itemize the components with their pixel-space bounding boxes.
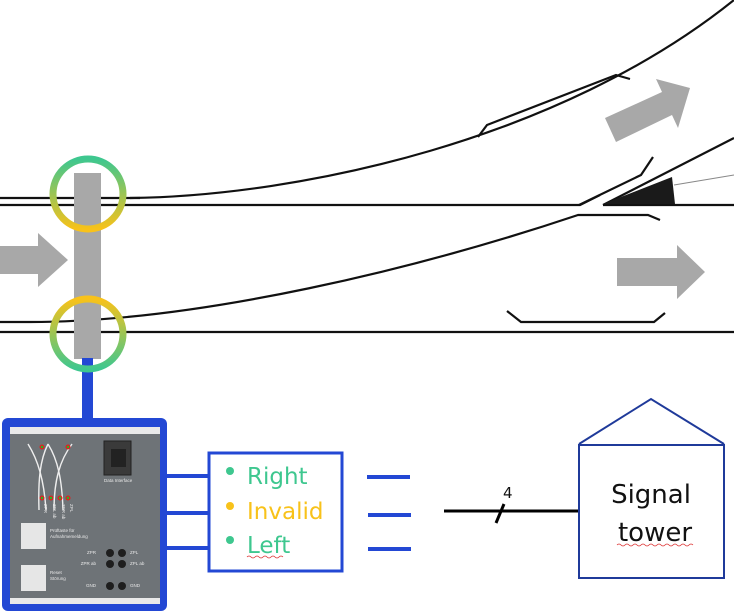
test-button[interactable] [21, 523, 46, 549]
terminal-socket[interactable] [118, 560, 126, 568]
signal-tower-body [578, 444, 725, 579]
frog-wedge [603, 177, 675, 204]
bus-width-slash [494, 503, 506, 524]
output-dash-3 [368, 547, 411, 551]
terminal-label: ZPR ab [81, 561, 97, 566]
terminal-block: ZPR ZPL ZPR ab ZPL ab GND GND [81, 549, 145, 590]
sensor-cable [82, 358, 93, 418]
track-layout [0, 0, 734, 334]
wheel-sensor-top[interactable] [49, 155, 127, 233]
terminal-label: GND [86, 583, 97, 588]
terminal-label: ZPL [130, 550, 139, 555]
bullet-left [226, 536, 234, 544]
data-interface-label: Data Interface [104, 478, 133, 483]
guard-rail-upper [477, 73, 631, 138]
arrow-icon-straight [617, 245, 705, 299]
wheel-sensor-bottom[interactable] [49, 295, 127, 373]
output-wire-right [167, 474, 210, 478]
guard-rail-lower [506, 310, 666, 324]
diverging-rail-right [602, 137, 734, 206]
terminal-label: ZPR [87, 550, 97, 555]
arrow-icon-diverging [605, 79, 690, 142]
spellcheck-underline [246, 555, 284, 559]
output-wire-invalid [167, 511, 210, 515]
signal-tower-label-line2: tower [618, 518, 692, 548]
legend-right: Right [247, 464, 308, 490]
led-label-3: ZPR ab [61, 504, 66, 520]
bullet-right [226, 467, 234, 475]
bullet-invalid [226, 502, 234, 510]
output-wire-left [167, 546, 210, 550]
signal-tower-label-line1: Signal [611, 480, 691, 510]
switch-rod [673, 174, 734, 186]
reset-button[interactable] [21, 565, 46, 591]
bus-width-label: 4 [503, 484, 513, 502]
signal-tower-roof [578, 397, 725, 445]
test-button-label-2: Aufnahmemeldung [50, 534, 88, 539]
test-button-label-1: Prüftaste für [50, 528, 75, 533]
led-label-1: ZPR [43, 504, 48, 514]
evaluation-device: ZPR ZPL ab ZPR ab ZPL Data Interface Prü… [2, 418, 167, 611]
legend-invalid: Invalid [247, 499, 323, 525]
led-label-2: ZPL ab [52, 504, 57, 519]
reset-button-label-2: Störung [50, 576, 66, 581]
guard-rail-frog [578, 156, 654, 206]
output-dash-2 [368, 513, 411, 517]
signal-tower[interactable]: Signal tower [578, 397, 725, 579]
legend-left: Left [247, 533, 290, 559]
reset-button-label-1: Reset [50, 570, 63, 575]
terminal-socket[interactable] [106, 560, 114, 568]
arrow-icon-inbound [0, 233, 68, 287]
spellcheck-underline [616, 543, 694, 547]
terminal-label: GND [130, 583, 141, 588]
sensor-beam [74, 173, 101, 359]
terminal-socket[interactable] [118, 549, 126, 557]
terminal-socket[interactable] [106, 582, 114, 590]
terminal-socket[interactable] [118, 582, 126, 590]
terminal-socket[interactable] [106, 549, 114, 557]
diverging-rail-upper [129, 0, 734, 200]
output-dash-1 [367, 475, 410, 479]
led-label-4: ZPL [69, 504, 74, 513]
terminal-label: ZPL ab [130, 561, 145, 566]
